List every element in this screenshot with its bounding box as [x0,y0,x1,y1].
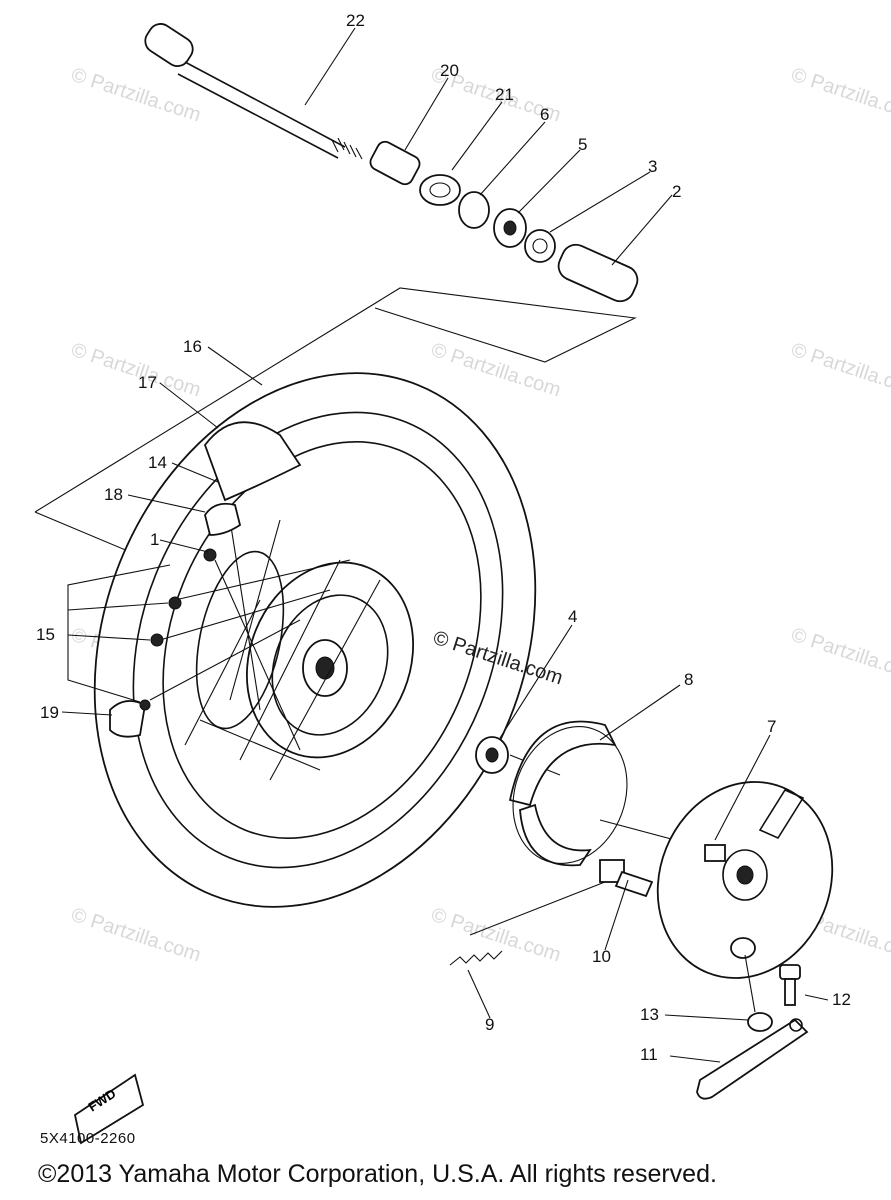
cam-lever-hardware [696,954,809,1100]
callout-18: 18 [104,485,123,504]
callout-12: 12 [832,990,851,1009]
callout-8: 8 [684,670,693,689]
brake-panel-bore [736,865,754,885]
callout-20: 20 [440,61,459,80]
callout-16: 16 [183,337,202,356]
watermark: © Partzilla.com [788,64,891,127]
axle-thread [331,137,363,160]
diagram-code: 5X4100-2260 [40,1130,136,1147]
washer-guide-line [744,954,756,1013]
front-axle [144,23,363,160]
bolt-12-head [779,964,801,980]
rim-band-18 [204,502,242,536]
nipple [150,633,164,647]
tube-17 [203,421,302,502]
collar-2 [557,243,639,303]
return-spring-9 [449,950,503,966]
callout-22: 22 [346,11,365,30]
tire-guard-19 [109,700,146,738]
watermark: © Partzilla.com [68,64,203,127]
brake-panel-7 [656,781,834,979]
cam-lever-hole [789,1018,803,1032]
callout-10: 10 [592,947,611,966]
watermark: © Partzilla.com [428,339,563,402]
callout-17: 17 [138,373,157,392]
rim-inner [162,440,482,840]
spacer-20 [369,140,421,186]
callout-5: 5 [578,135,587,154]
callout-7: 7 [767,717,776,736]
brake-shoe-lower [519,803,592,867]
hub-flange [271,594,389,736]
nipple [168,596,182,610]
callout-19: 19 [40,703,59,722]
panel-slot [758,788,805,840]
axle-assembly-outline [34,287,637,513]
leader-lines [61,27,829,1063]
cam-lever-11 [696,1018,809,1100]
bearing-5-bore [503,220,517,236]
callout-13: 13 [640,1005,659,1024]
callout-2: 2 [672,182,681,201]
callout-labels: 22 20 21 6 5 3 2 16 17 14 18 1 15 19 4 8… [36,11,851,1064]
bolt-12-shank [784,978,796,1006]
watermark: © Partzilla.com [788,624,891,687]
brake-shoe-upper [508,720,617,807]
fwd-arrow-icon [73,1073,145,1145]
watermark: © Partzilla.com [68,904,203,967]
copyright-notice: ©2013 Yamaha Motor Corporation, U.S.A. A… [38,1160,717,1188]
nipple [203,548,217,562]
panel-lug [704,844,726,862]
callout-3: 3 [648,157,657,176]
callout-11: 11 [640,1045,658,1064]
callout-21: 21 [495,85,514,104]
oil-seal-3 [524,229,556,263]
spokes [149,519,381,781]
wheel-assembly [93,372,537,908]
oil-seal-21 [419,174,461,206]
axle-shaft-bottom [177,73,339,159]
callout-6: 6 [540,105,549,124]
spring-outline [469,879,611,936]
callout-4: 4 [568,607,577,626]
oil-seal-3-inner [532,238,548,254]
brake-shoe-kit-8 [508,720,628,867]
hub-left-flange [195,550,285,730]
camshaft-10 [599,859,654,898]
callout-9: 9 [485,1015,494,1034]
callout-1: 1 [150,530,159,549]
callout-14: 14 [148,453,167,472]
axle-head [144,23,194,67]
watermark: © Partzilla.com [788,339,891,402]
nipple [139,699,151,711]
callout-15: 15 [36,625,55,644]
camshaft-shaft [614,870,654,898]
rim-outer [132,411,504,869]
washer-13 [747,1012,773,1032]
oil-seal-21-inner [429,182,451,198]
camshaft-boss [730,937,756,959]
oil-seal-4-bore [485,747,499,763]
axle-hardware [369,140,639,303]
brake-panel-hub [722,849,768,901]
spacer-6 [458,191,490,229]
brake-shoe-outline [512,726,628,864]
axle-shaft-top [184,61,346,148]
camshaft-head [599,859,625,883]
